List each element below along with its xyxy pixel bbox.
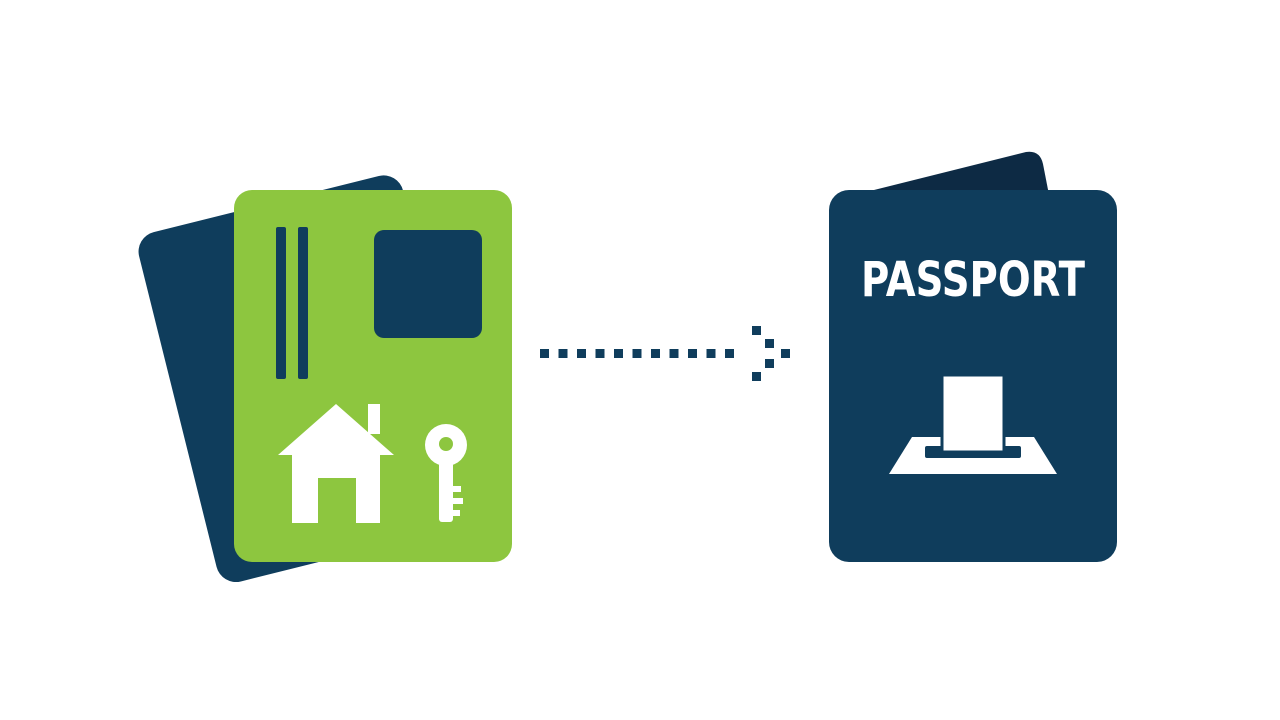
dotted-arrow bbox=[540, 326, 790, 381]
house-icon bbox=[278, 404, 394, 523]
arrow-dot bbox=[540, 349, 549, 358]
passport-booklet: PASSPORT bbox=[829, 151, 1117, 562]
arrow-dot bbox=[577, 349, 586, 358]
residence-card-stack bbox=[138, 175, 512, 583]
ballot-slot-icon bbox=[889, 373, 1057, 474]
key-icon bbox=[425, 424, 467, 522]
arrow-dot bbox=[706, 349, 716, 358]
arrow-shaft bbox=[540, 349, 734, 358]
arrow-dot bbox=[688, 349, 697, 358]
card-stripe bbox=[276, 227, 286, 379]
passport-title: PASSPORT bbox=[861, 252, 1085, 308]
arrow-dot bbox=[558, 349, 568, 358]
arrow-dot bbox=[669, 349, 679, 358]
arrow-dot bbox=[614, 349, 623, 358]
arrow-dot bbox=[632, 349, 642, 358]
card-stripe bbox=[298, 227, 308, 379]
card-chip bbox=[374, 230, 482, 338]
arrow-dot bbox=[595, 349, 605, 358]
arrow-dot bbox=[725, 349, 734, 358]
arrow-dot bbox=[651, 349, 660, 358]
arrow-head bbox=[752, 326, 790, 381]
